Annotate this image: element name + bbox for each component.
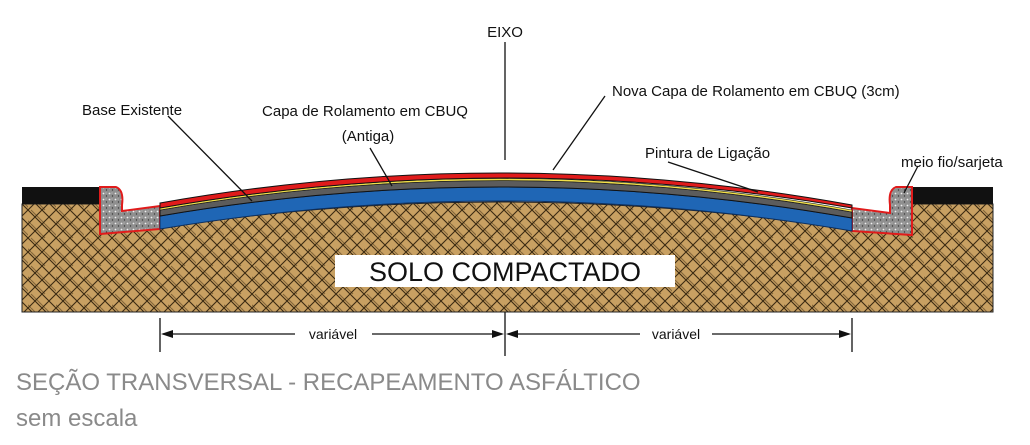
label-nova-capa: Nova Capa de Rolamento em CBUQ (3cm) [612,83,900,100]
label-meio-fio: meio fio/sarjeta [901,154,1003,171]
label-capa-antiga-line2: (Antiga) [342,128,395,145]
leader-capa-antiga [369,147,393,187]
section-title: SEÇÃO TRANSVERSAL - RECAPEAMENTO ASFÁLTI… [16,369,641,396]
dim-arrow-left-end [492,330,504,338]
dim-label-right: variável [652,326,700,342]
axis-label: EIXO [487,24,523,41]
dim-arrow-left-start [161,330,173,338]
soil-label: SOLO COMPACTADO [369,257,641,287]
leader-base-existente [167,115,253,202]
dim-arrow-right-end [839,330,851,338]
dim-arrow-right-start [506,330,518,338]
soil-label-box [335,255,675,287]
label-capa-antiga-line1: Capa de Rolamento em CBUQ [262,103,468,120]
scale-note: sem escala [16,405,138,432]
leader-meio-fio [903,165,919,194]
label-base-existente: Base Existente [82,102,182,119]
sidewalk-left [22,187,100,204]
dim-label-left: variável [309,326,357,342]
curb-gutter-left [99,186,161,236]
new-asphalt-layer [159,172,853,209]
label-pintura: Pintura de Ligação [645,145,770,162]
leader-nova-capa [552,95,606,171]
curb-gutter-right [851,186,913,237]
sidewalk-right [912,187,993,204]
leader-pintura [667,161,759,193]
